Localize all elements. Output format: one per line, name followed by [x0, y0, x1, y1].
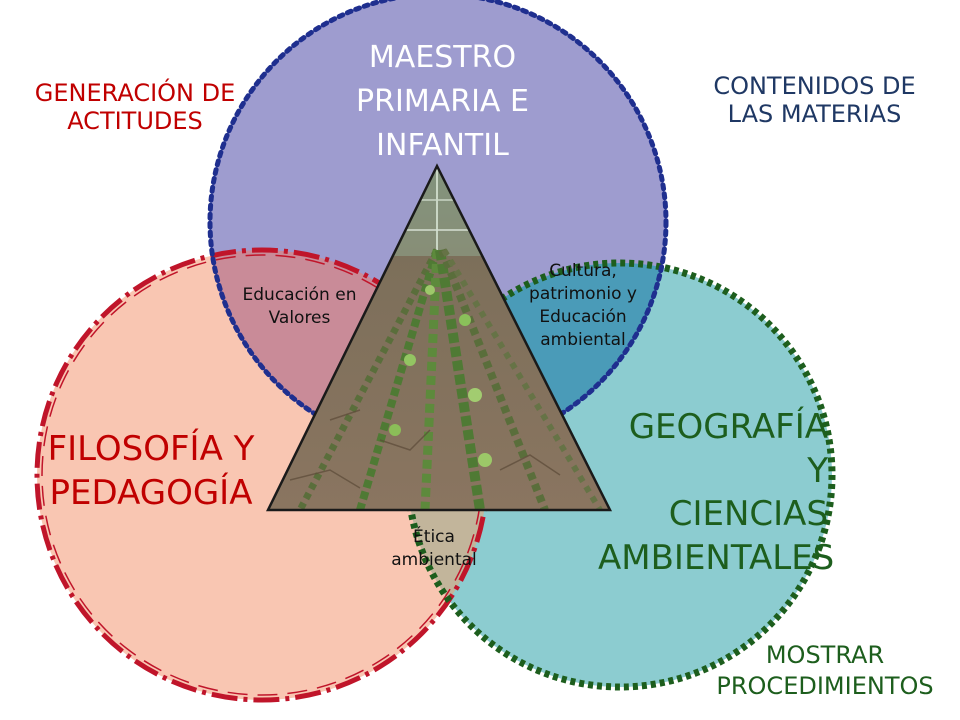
right-circle-border: [404, 259, 836, 691]
top-circle-title: MAESTRO PRIMARIA E INFANTIL: [356, 40, 529, 163]
corner-label-bottom-right: MOSTRAR PROCEDIMIENTOS: [716, 641, 934, 701]
corner-label-top-left: GENERACIÓN DE ACTITUDES: [34, 79, 236, 135]
right-circle-title: GEOGRAFÍA Y CIENCIAS AMBIENTALES: [598, 407, 835, 578]
triangle-frame: [265, 163, 613, 512]
overlap-label-top-right: Cultura, patrimonio y Educación ambienta…: [529, 261, 637, 350]
left-circle-title: FILOSOFÍA Y PEDAGOGÍA: [47, 429, 255, 513]
overlap-label-top-left: Educación en Valores: [242, 285, 357, 328]
corner-label-top-right: CONTENIDOS DE LAS MATERIAS: [713, 72, 916, 128]
overlap-label-bottom: Ética ambiental: [391, 527, 477, 570]
